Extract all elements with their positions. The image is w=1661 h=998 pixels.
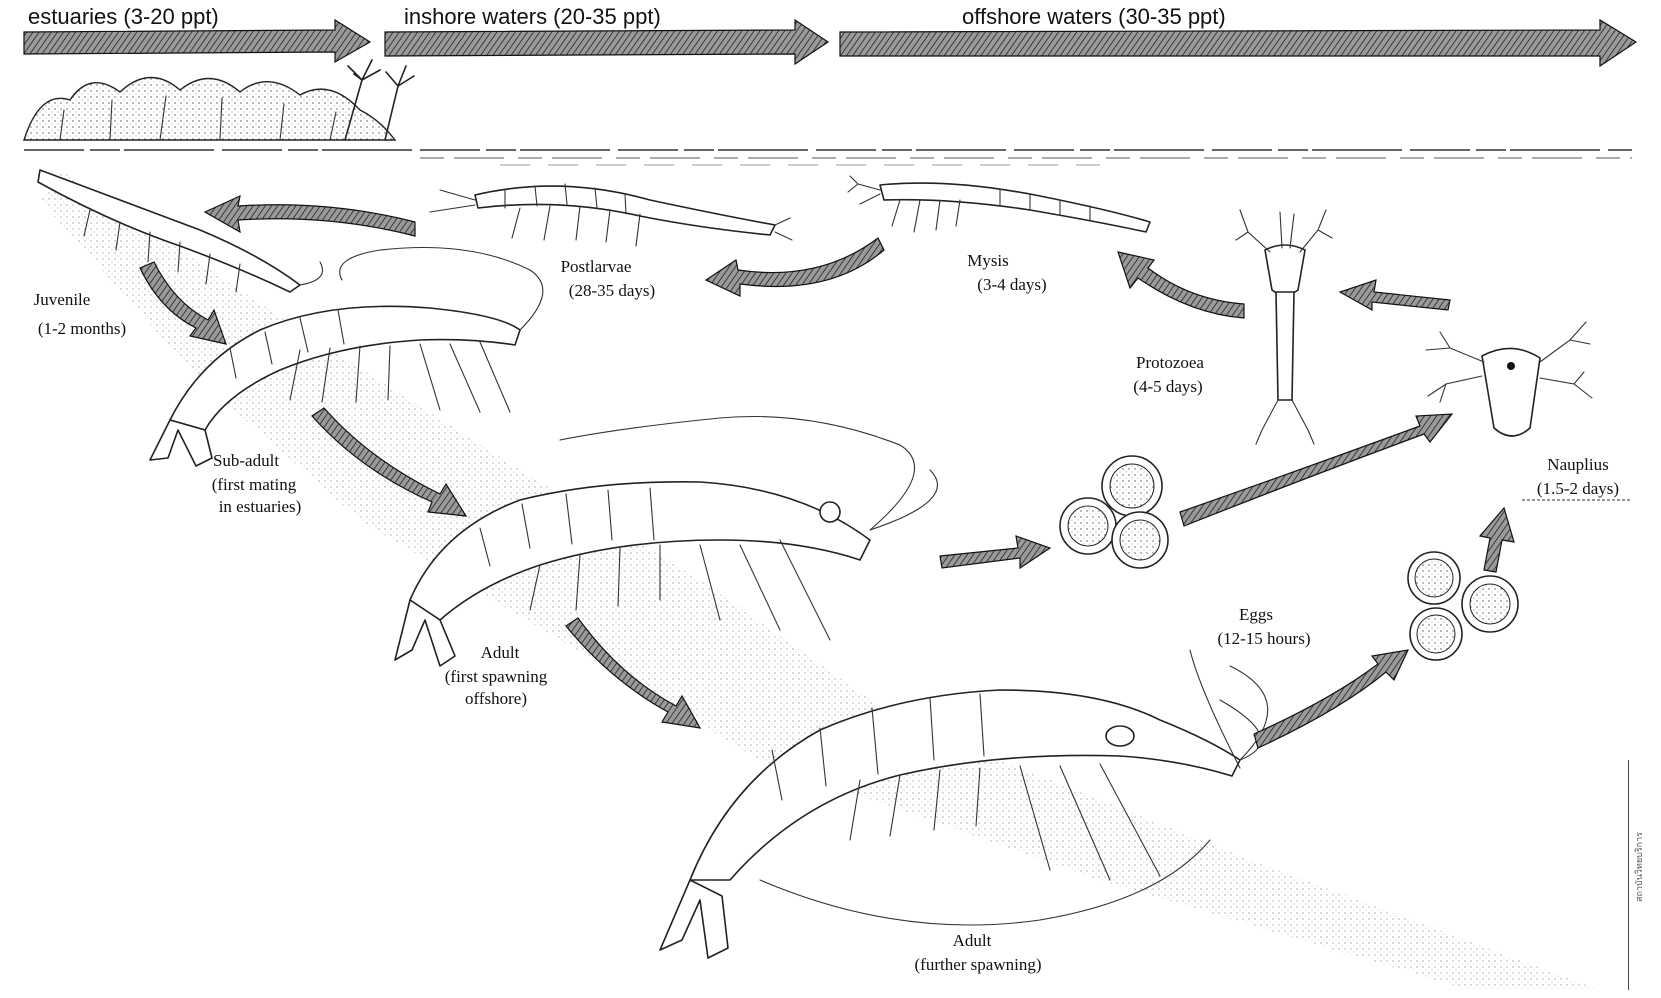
side-watermark-text: สถาบันวิทยบริการ [1632,762,1646,972]
arrow-adult-to-eggs [940,536,1050,568]
label-nauplius-duration: (1.5-2 days) [1537,479,1619,498]
zone-arrows [24,20,1636,66]
label-eggs-duration: (12-15 hours) [1217,629,1310,648]
label-mysis-duration: (3-4 days) [977,275,1046,294]
label-protozoea: Protozoea [1136,353,1204,372]
offshore-arrow [840,20,1636,66]
zone-label-estuaries: estuaries (3-20 ppt) [28,4,219,29]
label-protozoea-duration: (4-5 days) [1133,377,1202,396]
label-adult-first: Adult [481,643,520,662]
label-subadult-line2: (first mating [212,475,297,494]
arrow-postlarvae-to-juvenile [205,196,415,236]
label-adult-first-line2: (first spawning [445,667,548,686]
side-watermark-tag: สถาบันวิทยบริการ [1628,760,1649,990]
mangrove-shoreline [24,60,414,140]
zone-label-offshore: offshore waters (30-35 ppt) [962,4,1226,29]
label-juvenile: Juvenile [34,290,91,309]
label-juvenile-duration: (1-2 months) [38,319,126,338]
label-mysis: Mysis [967,251,1009,270]
arrow-protozoea-to-mysis [1118,252,1244,318]
label-adult-further: Adult [953,931,992,950]
water-surface [24,150,1632,165]
label-eggs: Eggs [1239,605,1273,624]
arrow-adult2-to-eggs [1254,650,1408,748]
postlarvae-shrimp [430,184,792,246]
nauplius-larva [1426,322,1592,436]
label-subadult-line3: in estuaries) [219,497,302,516]
label-nauplius: Nauplius [1547,455,1608,474]
label-adult-further-line2: (further spawning) [915,955,1042,974]
protozoea-larva [1236,210,1332,444]
eggs-cluster-offshore [1060,456,1168,568]
arrow-eggs2-to-nauplius [1480,508,1514,572]
eggs-cluster-further [1408,552,1518,660]
label-adult-first-line3: offshore) [465,689,527,708]
label-postlarvae: Postlarvae [561,257,632,276]
label-postlarvae-duration: (28-35 days) [569,281,655,300]
arrow-nauplius-to-protozoea [1340,280,1450,310]
label-subadult: Sub-adult [213,451,279,470]
arrow-mysis-to-postlarvae [706,238,884,296]
zone-label-inshore: inshore waters (20-35 ppt) [404,4,661,29]
arrow-eggs-to-nauplius [1180,414,1452,526]
mysis-larva [848,176,1150,232]
